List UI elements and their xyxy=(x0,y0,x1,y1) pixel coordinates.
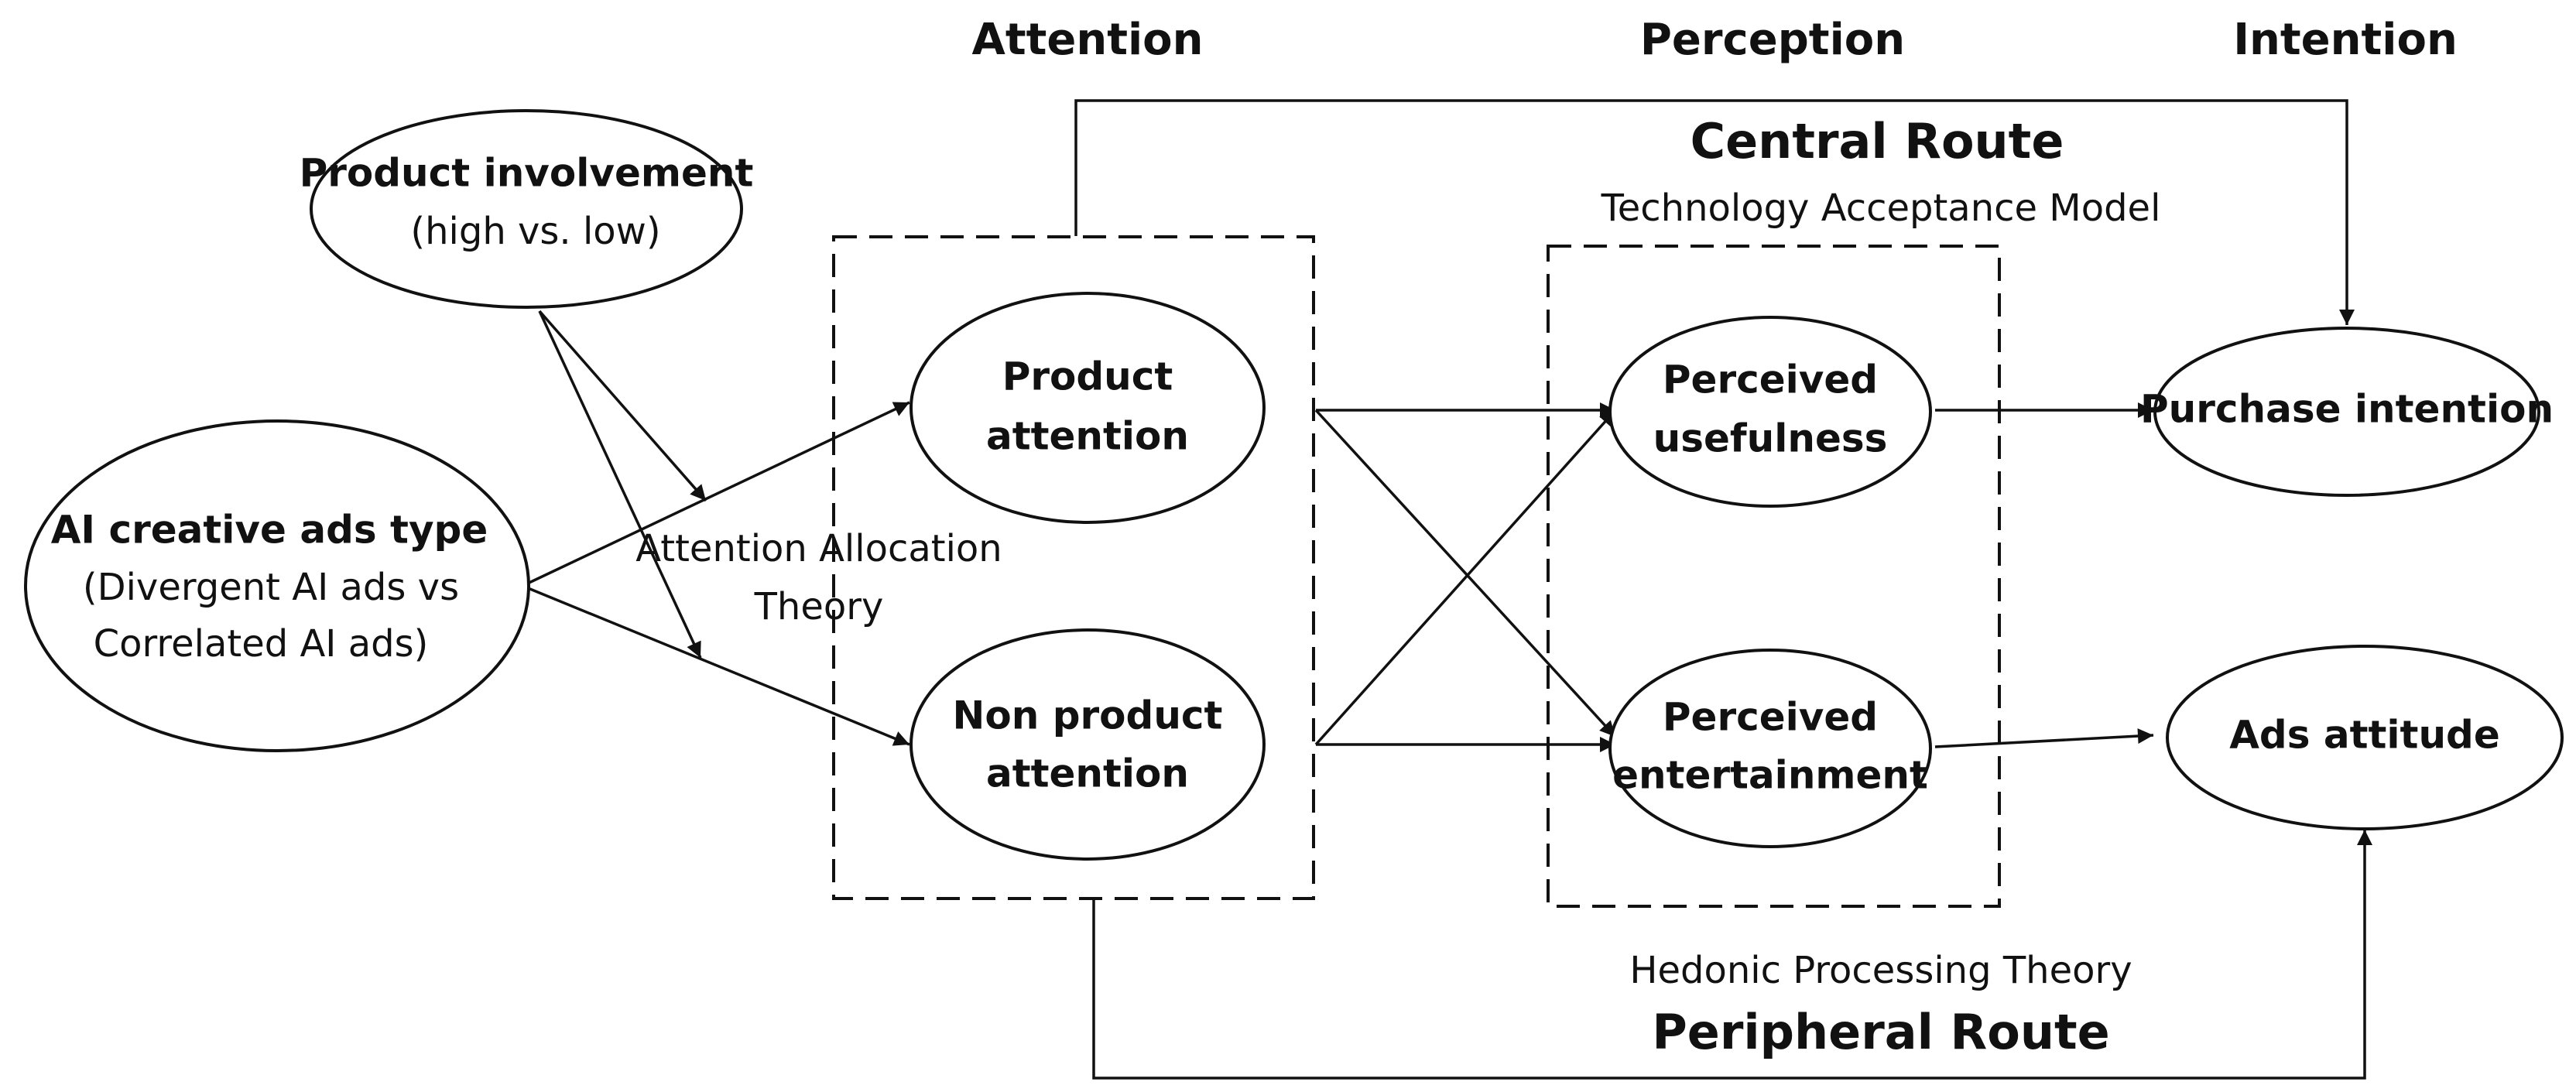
ads-attitude-title: Ads attitude xyxy=(2229,713,2500,758)
product-involvement-subtitle: (high vs. low) xyxy=(410,210,660,253)
perception-group-box xyxy=(1547,245,2001,908)
product-attention-line1: Product xyxy=(1002,354,1173,399)
arrow-ai-to-non-product-attention xyxy=(522,584,910,746)
purchase-intention-node: Purchase intention xyxy=(2140,327,2554,497)
peripheral-route-label: Peripheral Route xyxy=(1652,1004,2109,1060)
perceived-usefulness-line2: usefulness xyxy=(1653,416,1888,461)
attention-allocation-theory-label-line1: Attention Allocation xyxy=(635,527,1002,570)
arrow-product-attention-to-entertainment xyxy=(1314,409,1617,738)
hedonic-theory-label: Hedonic Processing Theory xyxy=(1629,949,2132,992)
perceived-entertainment-line2: entertainment xyxy=(1612,753,1928,798)
tam-theory-label: Technology Acceptance Model xyxy=(1601,187,2161,230)
ai-ads-type-title: AI creative ads type xyxy=(51,508,488,553)
arrow-entertainment-to-ads-attitude xyxy=(1934,728,2154,748)
purchase-intention-title: Purchase intention xyxy=(2140,387,2554,432)
stage-attention-label: Attention xyxy=(971,15,1203,65)
arrow-involvement-to-lower-path xyxy=(538,310,702,659)
arrow-involvement-to-upper-path xyxy=(538,310,707,502)
central-route-path xyxy=(1074,99,2355,325)
non-product-attention-node: Non product attention xyxy=(909,628,1266,861)
stage-intention-label: Intention xyxy=(2233,15,2458,65)
arrow-ai-to-product-attention xyxy=(522,401,910,587)
central-route-label: Central Route xyxy=(1690,113,2064,169)
ads-attitude-node: Ads attitude xyxy=(2166,645,2564,830)
product-attention-node: Product attention xyxy=(909,292,1266,524)
perceived-usefulness-node: Perceived usefulness xyxy=(1608,316,1932,508)
perceived-usefulness-line1: Perceived xyxy=(1663,358,1878,402)
non-product-attention-line1: Non product xyxy=(953,693,1223,738)
product-involvement-title: Product involvement xyxy=(300,151,754,196)
arrow-non-product-attention-to-usefulness xyxy=(1314,409,1617,746)
attention-allocation-theory-label-line2: Theory xyxy=(754,585,884,628)
perceived-entertainment-node: Perceived entertainment xyxy=(1608,649,1932,848)
non-product-attention-line2: attention xyxy=(986,751,1189,796)
ai-ads-type-subtitle-line2: Correlated AI ads) xyxy=(94,622,429,666)
perceived-entertainment-line1: Perceived xyxy=(1663,695,1878,740)
product-attention-line2: attention xyxy=(986,414,1189,459)
product-involvement-node: Product involvement (high vs. low) xyxy=(300,109,754,309)
peripheral-route-path xyxy=(1092,830,2372,1080)
ai-ads-type-subtitle-line1: (Divergent AI ads vs xyxy=(83,566,459,609)
ai-creative-ads-type-node: AI creative ads type (Divergent AI ads v… xyxy=(24,419,530,752)
stage-perception-label: Perception xyxy=(1640,15,1905,65)
